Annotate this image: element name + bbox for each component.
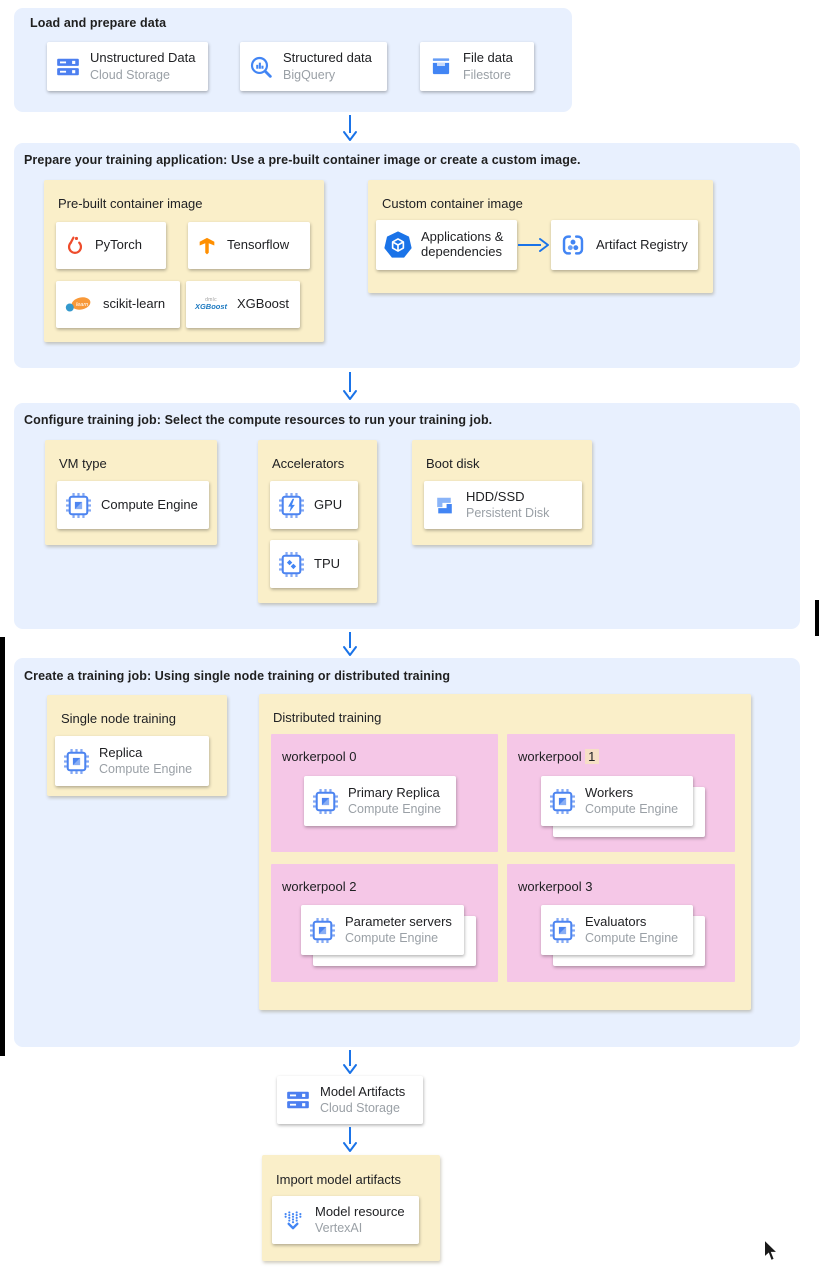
- card-model-resource: Model resource VertexAI: [272, 1196, 419, 1244]
- card-tpu: TPU: [270, 540, 358, 588]
- card-unstructured-data: Unstructured Data Cloud Storage: [47, 42, 208, 91]
- bigquery-icon: [248, 54, 274, 80]
- arrow-down-1: [343, 115, 357, 141]
- vertex-ai-icon: [280, 1207, 306, 1233]
- card-title: GPU: [314, 496, 343, 512]
- card-title: Evaluators: [585, 913, 647, 929]
- card-tensorflow: Tensorflow: [188, 222, 310, 269]
- xgboost-logo-icon: dmlc XGBoost: [194, 297, 228, 312]
- card-applications-dependencies: Applications & dependencies: [376, 220, 517, 270]
- card-scikit-learn: learn scikit-learn: [56, 281, 180, 328]
- section-title: Prepare your training application: Use a…: [24, 153, 581, 167]
- card-subtitle: Cloud Storage: [90, 67, 170, 82]
- card-workers: Workers Compute Engine: [541, 776, 693, 826]
- card-primary-replica: Primary Replica Compute Engine: [304, 776, 456, 826]
- card-title: HDD/SSD: [466, 488, 525, 504]
- mouse-cursor-icon: [764, 1239, 779, 1262]
- card-title: File data: [463, 50, 513, 66]
- pytorch-icon: [64, 235, 86, 257]
- card-subtitle: Persistent Disk: [466, 506, 550, 521]
- card-compute-engine: Compute Engine: [57, 481, 209, 529]
- card-title: Artifact Registry: [596, 236, 688, 252]
- arrow-down-4: [343, 1050, 357, 1074]
- group-label: VM type: [59, 456, 107, 471]
- sklearn-logo-icon: learn: [64, 294, 94, 315]
- arrow-right: [518, 238, 549, 252]
- interlocked-blocks-icon: [432, 493, 457, 518]
- chip-bolt-icon: [278, 492, 305, 519]
- card-parameter-servers: Parameter servers Compute Engine: [301, 905, 464, 955]
- chip-icon: [549, 917, 576, 944]
- card-file-data: File data Filestore: [420, 42, 534, 91]
- card-gpu: GPU: [270, 481, 358, 529]
- card-title: scikit-learn: [103, 296, 166, 312]
- card-subtitle: Compute Engine: [348, 802, 442, 817]
- card-subtitle: Filestore: [463, 67, 511, 82]
- card-title: XGBoost: [237, 296, 290, 312]
- arrow-down-3: [343, 632, 357, 656]
- sklearn-logo-text: learn: [76, 302, 88, 308]
- card-title: TPU: [314, 555, 340, 571]
- workerpool-0-label: workerpool 0: [282, 749, 357, 764]
- card-title: Tensorflow: [227, 237, 290, 253]
- card-title: Parameter servers: [345, 913, 452, 929]
- card-subtitle: Compute Engine: [99, 762, 193, 777]
- card-subtitle: Compute Engine: [585, 931, 679, 946]
- tensorflow-icon: [196, 235, 218, 257]
- card-subtitle: Compute Engine: [345, 931, 439, 946]
- card-title: Compute Engine: [101, 496, 198, 512]
- section-title: Load and prepare data: [30, 16, 167, 30]
- brackets-dots-icon: [559, 231, 587, 259]
- section-title: Create a training job: Using single node…: [24, 669, 451, 683]
- heptagon-cube-icon: [384, 231, 412, 259]
- card-pytorch: PyTorch: [56, 222, 166, 269]
- chip-icon: [549, 788, 576, 815]
- card-subtitle: BigQuery: [283, 67, 336, 82]
- section-title: Configure training job: Select the compu…: [24, 413, 493, 427]
- group-label: Boot disk: [426, 456, 480, 471]
- cloud-storage-icon: [55, 54, 81, 80]
- group-label: Pre-built container image: [58, 196, 203, 211]
- card-subtitle: Compute Engine: [585, 802, 679, 817]
- card-title: Structured data: [283, 50, 372, 66]
- card-title: Workers: [585, 784, 634, 800]
- chip-diamonds-icon: [278, 551, 305, 578]
- card-title: Model Artifacts: [320, 1083, 406, 1099]
- card-subtitle: Cloud Storage: [320, 1101, 400, 1116]
- left-edge-artifact: [0, 637, 5, 1056]
- workerpool-3-label: workerpool 3: [518, 879, 593, 894]
- card-title: Model resource: [315, 1203, 405, 1219]
- group-label: Custom container image: [382, 196, 523, 211]
- card-title: PyTorch: [95, 237, 142, 253]
- group-label: Distributed training: [273, 710, 382, 725]
- arrow-down-2: [343, 372, 357, 400]
- card-evaluators: Evaluators Compute Engine: [541, 905, 693, 955]
- card-model-artifacts: Model Artifacts Cloud Storage: [277, 1076, 423, 1124]
- cloud-storage-icon: [285, 1087, 311, 1113]
- card-replica: Replica Compute Engine: [55, 736, 209, 786]
- right-edge-artifact: [815, 600, 819, 636]
- card-title: Replica: [99, 744, 143, 760]
- card-structured-data: Structured data BigQuery: [240, 42, 387, 91]
- card-title: Primary Replica: [348, 784, 440, 800]
- card-title: Unstructured Data: [90, 50, 196, 66]
- card-artifact-registry: Artifact Registry: [551, 220, 698, 270]
- group-label: Import model artifacts: [276, 1172, 401, 1187]
- filestore-icon: [428, 54, 454, 80]
- chip-icon: [63, 748, 90, 775]
- card-persistent-disk: HDD/SSD Persistent Disk: [424, 481, 582, 529]
- chip-icon: [65, 492, 92, 519]
- card-title: Applications & dependencies: [421, 229, 504, 259]
- workerpool-2-label: workerpool 2: [282, 879, 357, 894]
- card-xgboost: dmlc XGBoost XGBoost: [186, 281, 300, 328]
- highlighted-number: 1: [584, 749, 599, 764]
- group-label: Single node training: [61, 711, 176, 726]
- chip-icon: [309, 917, 336, 944]
- card-subtitle: VertexAI: [315, 1221, 363, 1236]
- arrow-down-5: [343, 1127, 357, 1152]
- chip-icon: [312, 788, 339, 815]
- group-label: Accelerators: [272, 456, 345, 471]
